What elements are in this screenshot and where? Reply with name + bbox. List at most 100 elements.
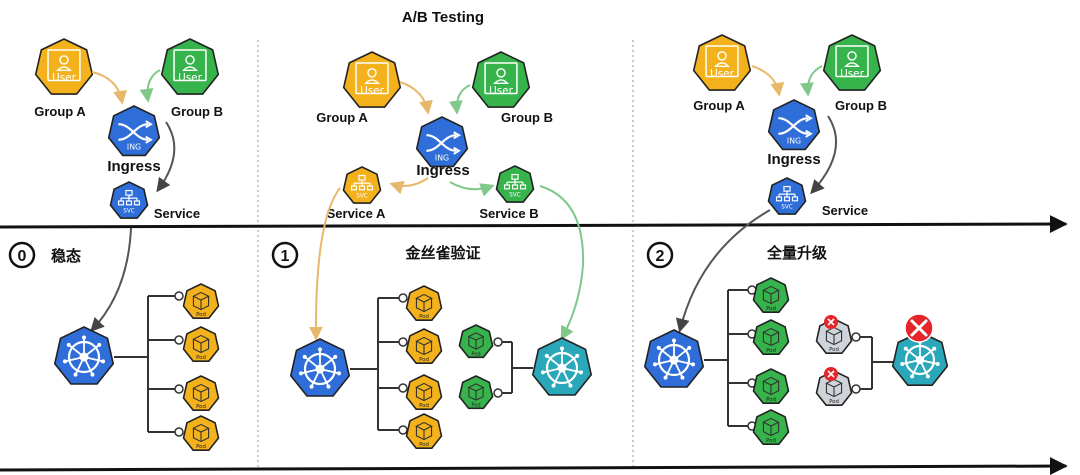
- service-icon-text: SVC: [509, 192, 521, 198]
- user-icon-text: User: [178, 72, 202, 84]
- pod-connector: [851, 384, 861, 394]
- pod-icon: Pod: [458, 375, 494, 410]
- remove-icon: [904, 313, 934, 343]
- retired-tree-lines: [856, 336, 893, 390]
- pod-connector: [398, 337, 408, 347]
- pod-tree-lines: [350, 297, 399, 431]
- pod-icon-text: Pod: [471, 351, 480, 357]
- pod-icon-text: Pod: [766, 348, 776, 354]
- pod-icon: Pod: [182, 375, 220, 412]
- pod-icon-text: Pod: [196, 404, 206, 410]
- group-b-user-icon: User: [160, 38, 220, 95]
- pod-icon-text: Pod: [766, 438, 776, 444]
- retired-cluster-icon: [891, 331, 949, 387]
- panel-steady-state: User User Group A Group B ING Ingress SV…: [8, 38, 223, 452]
- pod-tree-lines: [114, 295, 175, 433]
- pod-icon-text: Pod: [419, 314, 429, 320]
- user-icon-text: User: [840, 68, 864, 80]
- pod-icon: Pod: [405, 374, 443, 411]
- pod-icon-text: Pod: [829, 399, 839, 405]
- svg-text:0: 0: [18, 248, 27, 265]
- stage-label-steady: 稳态: [51, 247, 81, 265]
- service-icon-text: SVC: [781, 204, 793, 210]
- pod-icon-text: Pod: [196, 312, 206, 318]
- arrow-service-b-to-canary-cluster: [539, 185, 585, 341]
- timeline-arrow-bottom: [0, 457, 1068, 475]
- arrow-ingress-to-service: [810, 115, 837, 195]
- svg-text:1: 1: [281, 248, 290, 265]
- ingress-label: Ingress: [107, 158, 160, 175]
- arrow-group-a-to-ingress: [399, 81, 433, 115]
- pod-icon: Pod: [405, 413, 443, 450]
- kubernetes-cluster-icon: [289, 338, 351, 397]
- service-b-label: Service B: [479, 206, 538, 221]
- arrow-service-to-cluster: [675, 209, 771, 333]
- arrow-service-a-to-cluster: [308, 187, 341, 341]
- canary-tree-lines: [498, 341, 533, 394]
- service-icon-text: SVC: [356, 193, 368, 199]
- service-label: Service: [154, 206, 200, 221]
- timeline-arrow-top: [0, 215, 1068, 234]
- panel-full-upgrade: User User Group A Group B ING Ingress SV…: [643, 34, 949, 446]
- pod-icon-text: Pod: [829, 347, 839, 353]
- pod-icon: Pod: [405, 285, 443, 322]
- pod-connector: [493, 388, 503, 398]
- pod-icon-text: Pod: [196, 444, 206, 450]
- panel-canary-verification: User User Group A Group B ING Ingress SV…: [271, 51, 593, 450]
- pod-icon-text: Pod: [419, 442, 429, 448]
- group-a-user-icon: User: [34, 38, 94, 95]
- arrow-service-to-cluster: [90, 227, 132, 333]
- group-a-label: Group A: [693, 98, 745, 113]
- ingress-icon: ING: [415, 116, 469, 168]
- small-remove-icon: [824, 315, 838, 329]
- group-b-user-icon: User: [822, 34, 882, 91]
- retired-pod-icon: Pod: [815, 318, 853, 355]
- user-icon-text: User: [489, 85, 513, 97]
- stage-badge-1: 1: [271, 241, 299, 269]
- pod-icon: Pod: [182, 415, 220, 452]
- group-a-label: Group A: [34, 104, 86, 119]
- ingress-label: Ingress: [767, 151, 820, 168]
- pod-icon: Pod: [752, 277, 790, 314]
- user-icon-text: User: [360, 85, 384, 97]
- pod-icon: Pod: [752, 319, 790, 356]
- group-b-label: Group B: [501, 110, 553, 125]
- pod-connector: [174, 335, 184, 345]
- group-a-user-icon: User: [692, 34, 752, 91]
- ingress-icon: ING: [107, 105, 161, 157]
- pod-icon-text: Pod: [766, 306, 776, 312]
- pod-icon: Pod: [752, 368, 790, 405]
- arrow-group-b-to-ingress: [448, 84, 471, 115]
- service-icon-text: SVC: [123, 208, 135, 214]
- pod-icon-text: Pod: [766, 397, 776, 403]
- small-remove-icon: [824, 367, 838, 381]
- pod-icon: Pod: [182, 283, 220, 320]
- pod-connector: [174, 384, 184, 394]
- pod-icon: Pod: [458, 324, 494, 359]
- stage-badge-0: 0: [8, 241, 36, 269]
- arrow-ingress-to-service: [156, 121, 176, 193]
- ingress-icon-text: ING: [787, 137, 801, 146]
- service-b-icon: SVC: [495, 165, 535, 203]
- arrow-ingress-to-service-a: [389, 177, 429, 195]
- kubernetes-cluster-icon: [643, 329, 705, 388]
- service-icon: SVC: [767, 177, 807, 215]
- group-a-label: Group A: [316, 110, 368, 125]
- kubernetes-cluster-icon: [53, 326, 114, 385]
- service-icon: SVC: [109, 181, 149, 219]
- stage-label-canary: 金丝雀验证: [404, 244, 480, 262]
- pod-icon-text: Pod: [471, 402, 480, 408]
- pod-connector: [493, 337, 503, 347]
- pod-connector: [174, 291, 184, 301]
- service-a-label: Service A: [327, 206, 386, 221]
- arrow-group-a-to-ingress: [751, 65, 785, 97]
- pod-icon: Pod: [182, 326, 220, 363]
- pod-icon-text: Pod: [419, 403, 429, 409]
- user-icon-text: User: [710, 68, 734, 80]
- stage-badge-2: 2: [646, 241, 674, 269]
- arrow-group-b-to-ingress: [799, 65, 823, 97]
- user-icon-text: User: [52, 72, 76, 84]
- ingress-icon-text: ING: [127, 143, 141, 152]
